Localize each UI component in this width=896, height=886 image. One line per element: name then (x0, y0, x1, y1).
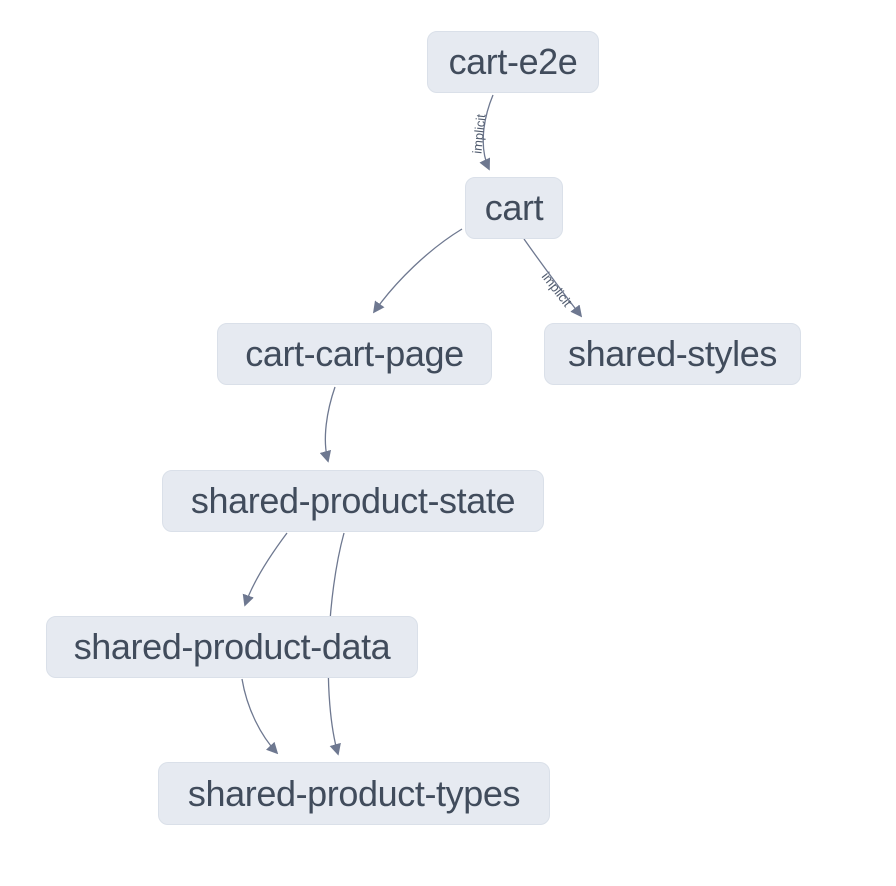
edge-cart-to-shared-styles (523, 238, 583, 318)
edge-shared-product-state-to-shared-product-data (242, 532, 288, 607)
edge-cart-to-cart-cart-page (372, 228, 463, 314)
graph-node-label: shared-product-state (190, 480, 516, 521)
graph-node-label: cart-e2e (448, 41, 578, 82)
graph-node-shared-product-data[interactable]: shared-product-data (46, 616, 418, 678)
graph-node-shared-product-types[interactable]: shared-product-types (158, 762, 550, 825)
graph-node-shared-product-state[interactable]: shared-product-state (162, 470, 544, 532)
graph-node-cart-cart-page[interactable]: cart-cart-page (217, 323, 492, 385)
graph-node-cart-e2e[interactable]: cart-e2e (427, 31, 599, 93)
edge-label-cart-e2e-to-cart: implicit (469, 113, 488, 154)
edge-cart-e2e-to-cart (479, 94, 494, 171)
graph-node-label: cart (484, 187, 544, 228)
graph-node-label: cart-cart-page (245, 333, 464, 374)
graph-node-label: shared-styles (568, 333, 777, 374)
graph-node-label: shared-product-data (73, 626, 391, 667)
graph-node-shared-styles[interactable]: shared-styles (544, 323, 801, 385)
edge-shared-product-data-to-shared-product-types (241, 678, 279, 755)
graph-node-cart[interactable]: cart (465, 177, 563, 239)
edge-label-cart-to-shared-styles: implicit (539, 269, 576, 310)
graph-node-label: shared-product-types (187, 772, 521, 814)
edge-cart-cart-page-to-shared-product-state (319, 386, 336, 463)
